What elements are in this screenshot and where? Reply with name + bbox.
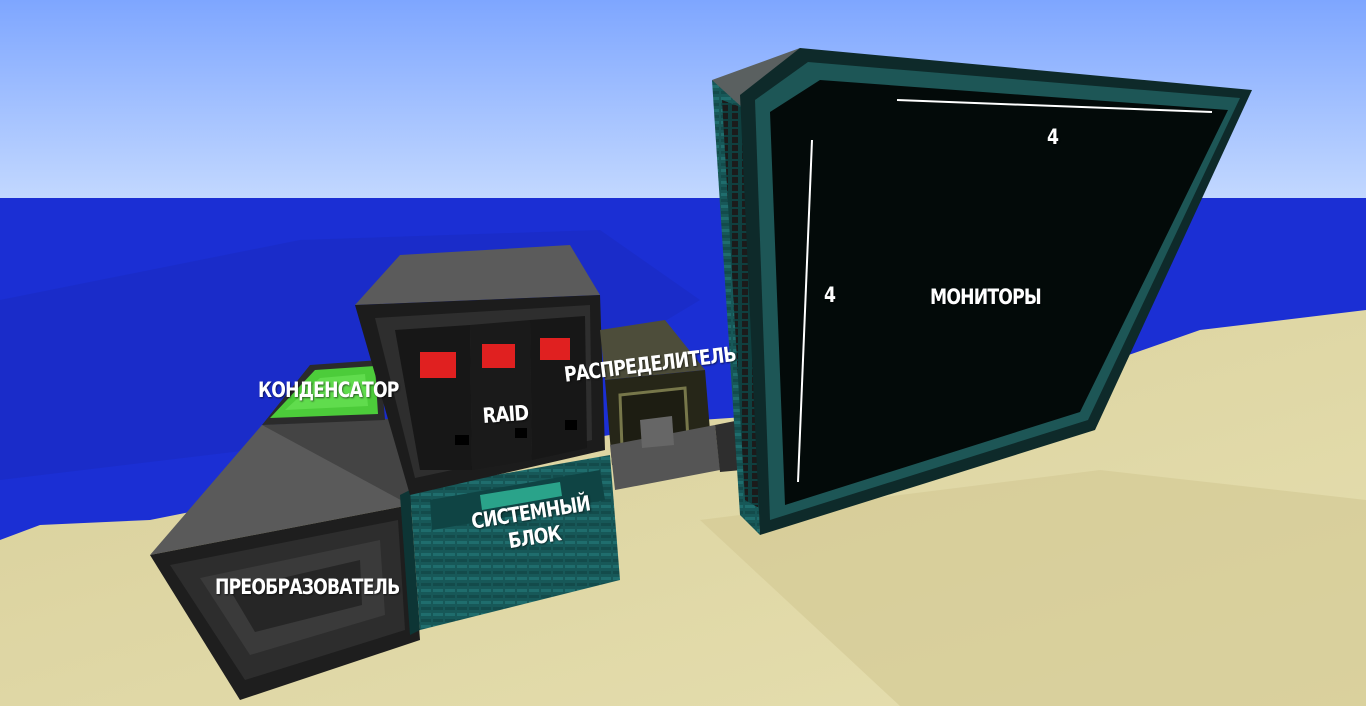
- raid-block: [355, 245, 605, 495]
- label-condenser: КОНДЕНСАТОР: [258, 378, 399, 402]
- system-unit-block: [400, 455, 620, 635]
- raid-led-2: [482, 344, 515, 368]
- cable: [610, 416, 742, 490]
- label-monitors: МОНИТОРЫ: [930, 285, 1042, 309]
- raid-led-3: [540, 338, 570, 360]
- monitor-width-line: [896, 99, 1213, 113]
- label-monitor-width: 4: [1047, 125, 1059, 149]
- monitor-block: [712, 48, 1252, 535]
- label-monitor-height: 4: [824, 283, 836, 307]
- monitor-height-line: [797, 139, 813, 483]
- converter-block: [150, 418, 420, 700]
- sand-shade: [700, 470, 1366, 706]
- condenser-block: [262, 360, 385, 425]
- raid-led-1: [420, 352, 456, 378]
- monitor-screen: [770, 80, 1228, 505]
- label-converter: ПРЕОБРАЗОВАТЕЛЬ: [215, 575, 400, 599]
- label-raid: RAID: [481, 400, 530, 428]
